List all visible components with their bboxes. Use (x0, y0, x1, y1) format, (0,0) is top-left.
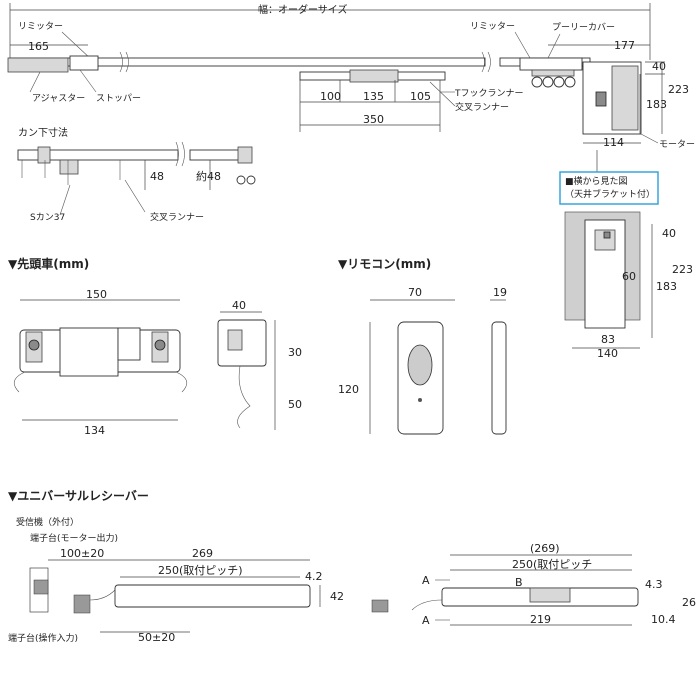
side-dim-140: 140 (597, 347, 618, 360)
pulley-cover-label: プーリーカバー (552, 22, 615, 33)
dim-165: 165 (28, 40, 49, 53)
receiver: ▼ユニバーサルレシーバー 受信機（外付） 端子台(モーター出力) 端子台(操作入… (8, 489, 696, 644)
lead-dim-50: 50 (288, 398, 302, 411)
rx-dim-4-2: 4.2 (305, 570, 323, 583)
lead-dim-40: 40 (232, 299, 246, 312)
rx2-dim-26: 26 (682, 596, 696, 609)
terminal-input-label: 端子台(操作入力) (8, 632, 78, 644)
limiter-right-label: リミッター (470, 21, 515, 32)
remote: ▼リモコン(mm) 70 120 19 (338, 257, 507, 435)
side-dim-223: 223 (672, 263, 693, 276)
kan-title: カン下寸法 (18, 126, 68, 139)
width-label: 幅：オーダーサイズ (258, 3, 348, 16)
side-title-1: ■横から見た図 (565, 175, 628, 187)
lead-car-title: ▼先頭車(mm) (8, 256, 89, 271)
cross-runner-label: 交叉ランナー (455, 101, 509, 113)
limiter-left-label: リミッター (18, 21, 63, 32)
lead-dim-150: 150 (86, 288, 107, 301)
dim-approx48: 約48 (196, 169, 221, 183)
dim-183-top: 183 (646, 98, 667, 111)
rx-dim-269: 269 (192, 547, 213, 560)
mark-b: B (515, 576, 523, 589)
side-dim-60: 60 (622, 270, 636, 283)
s-kan-label: Sカン37 (30, 212, 65, 223)
dim-105: 105 (410, 90, 431, 103)
rail-overview: 幅：オーダーサイズ 165 リミッター アジャスター ストッパー リミッター プ… (7, 3, 695, 172)
rx2-dim-10-4: 10.4 (651, 613, 676, 626)
receiver-external-label: 受信機（外付） (16, 516, 79, 528)
adjuster-label: アジャスター (32, 93, 85, 104)
dim-177: 177 (614, 39, 635, 52)
t-hook-runner-label: Tフックランナー (454, 88, 524, 99)
side-dim-83: 83 (601, 333, 615, 346)
dim-223-top: 223 (668, 83, 689, 96)
rx-pitch-250: 250(取付ピッチ) (158, 564, 243, 577)
remote-title: ▼リモコン(mm) (338, 257, 431, 271)
rx-dim-42: 42 (330, 590, 344, 603)
dim-100: 100 (320, 90, 341, 103)
kan-dimension: カン下寸法 48 約48 Sカン37 交叉ランナー (17, 126, 256, 223)
receiver-title: ▼ユニバーサルレシーバー (8, 489, 149, 503)
mark-a-top: A (422, 574, 430, 587)
rx2-dim-219: 219 (530, 613, 551, 626)
runner-group: 100 135 105 350 Tフックランナー 交叉ランナー (299, 69, 524, 132)
dim-114: 114 (603, 136, 624, 149)
dim-135: 135 (363, 90, 384, 103)
terminal-motor-label: 端子台(モーター出力) (30, 532, 118, 544)
rx-dim-50pm20: 50±20 (138, 631, 175, 644)
lead-dim-30: 30 (288, 346, 302, 359)
side-view: ■横から見た図 （天井ブラケット付） 40 223 183 60 83 140 (559, 171, 693, 360)
motor-label: モーター (659, 139, 695, 150)
remote-dim-70: 70 (408, 286, 422, 299)
remote-dim-120: 120 (338, 383, 359, 396)
mark-a-bottom: A (422, 614, 430, 627)
end-cap-left (7, 57, 69, 73)
side-title-2: （天井ブラケット付） (565, 188, 655, 200)
rx2-pitch-250: 250(取付ピッチ (512, 558, 592, 571)
stopper-label: ストッパー (96, 93, 141, 104)
dim-350: 350 (363, 113, 384, 126)
kan-cross-runner-label: 交叉ランナー (150, 211, 204, 223)
remote-dim-19: 19 (493, 286, 507, 299)
dim-40-top: 40 (652, 60, 666, 73)
rx2-dim-4-3: 4.3 (645, 578, 663, 591)
rx-dim-100pm20: 100±20 (60, 547, 104, 560)
rx2-dim-269: (269) (530, 542, 560, 555)
side-dim-40: 40 (662, 227, 676, 240)
receiver-body (114, 584, 311, 608)
side-dim-183: 183 (656, 280, 677, 293)
hook-runners (531, 69, 576, 88)
dim-48: 48 (150, 170, 164, 183)
lead-dim-134: 134 (84, 424, 105, 437)
lead-car: ▼先頭車(mm) 150 134 40 30 50 (8, 256, 302, 437)
